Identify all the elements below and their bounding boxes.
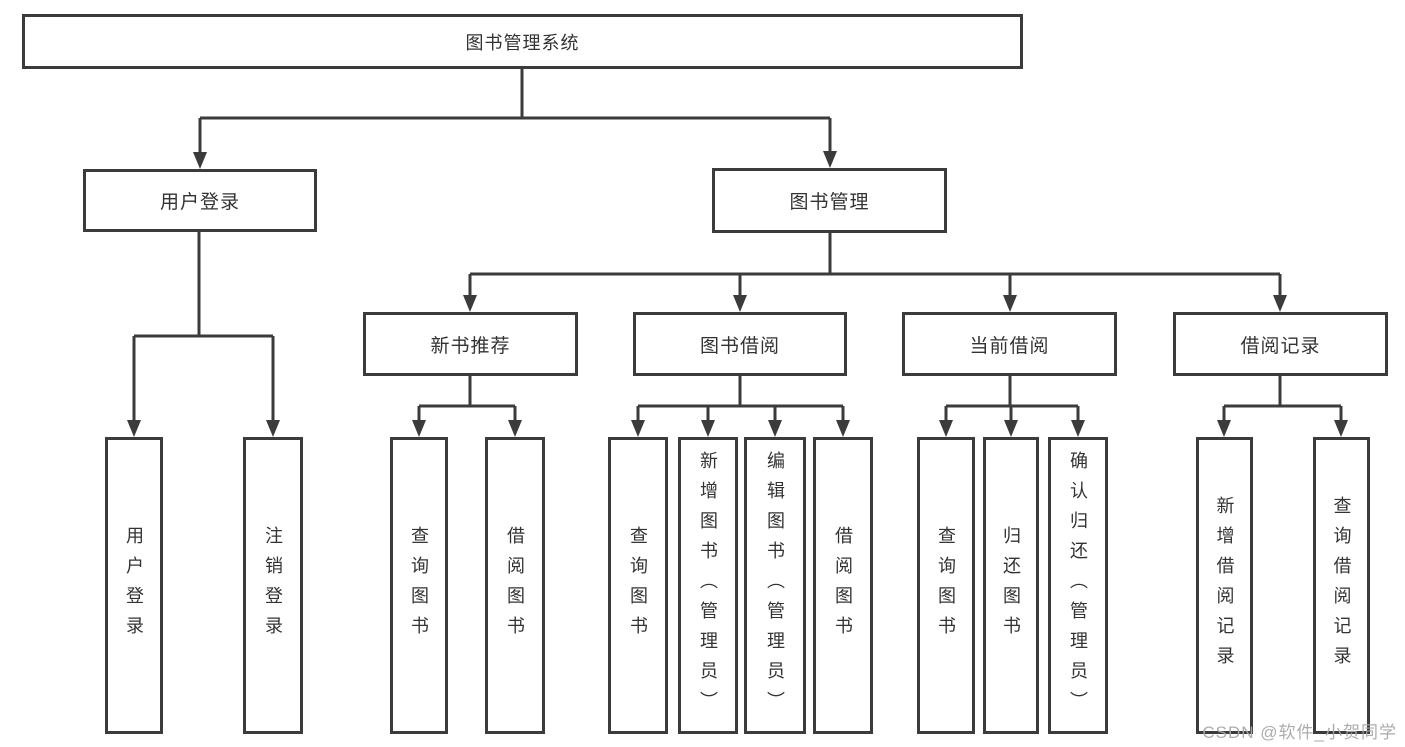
connector-userlogin-to-leaves	[132, 232, 275, 421]
node-book-borrow: 图书借阅	[633, 312, 847, 376]
node-current-borrow: 当前借阅	[902, 312, 1117, 376]
leaf-logout-login: 注销登录	[243, 437, 303, 734]
leaf-label: 新增图书（管理员）	[698, 450, 718, 721]
leaf-label: 借阅图书	[833, 525, 853, 646]
arrow-down-icon	[1003, 295, 1017, 312]
arrowhead-icons	[127, 151, 1348, 437]
node-book-management: 图书管理	[712, 168, 947, 233]
node-library-system: 图书管理系统	[22, 14, 1023, 69]
leaf-label: 查询图书	[628, 525, 648, 646]
node-label: 图书管理	[789, 192, 870, 213]
connector-bookborrow-to-leaves	[636, 376, 845, 421]
arrow-down-icon	[1334, 420, 1348, 437]
arrow-down-icon	[1217, 420, 1231, 437]
connector-borrowrecords-to-leaves	[1222, 376, 1343, 421]
arrow-down-icon	[412, 420, 426, 437]
leaf-query-books: 查询图书	[608, 437, 668, 734]
leaf-label: 归还图书	[1001, 525, 1021, 646]
arrow-down-icon	[127, 420, 141, 437]
leaf-confirm-return-admin: 确认归还（管理员）	[1048, 437, 1108, 734]
node-borrow-records: 借阅记录	[1173, 312, 1388, 376]
leaf-label: 借阅图书	[505, 525, 525, 646]
leaf-label: 查询借阅记录	[1331, 495, 1352, 676]
arrow-down-icon	[1071, 420, 1085, 437]
leaf-edit-books-admin: 编辑图书（管理员）	[744, 437, 806, 734]
leaf-return-books: 归还图书	[983, 437, 1039, 734]
watermark: CSDN @软件_小贺同学	[1202, 723, 1397, 742]
arrow-down-icon	[939, 420, 953, 437]
leaf-label: 查询图书	[936, 525, 956, 646]
leaf-label: 用户登录	[124, 525, 144, 646]
connector-currentborrow-to-leaves	[944, 376, 1080, 421]
leaf-borrow-books: 借阅图书	[485, 437, 545, 734]
leaf-label: 注销登录	[263, 525, 283, 646]
arrow-down-icon	[768, 420, 782, 437]
node-label: 新书推荐	[430, 335, 511, 357]
connector-root-to-level2	[198, 69, 832, 153]
arrow-down-icon	[733, 295, 747, 312]
node-label: 图书管理系统	[465, 32, 580, 53]
leaf-label: 编辑图书（管理员）	[765, 450, 785, 721]
arrow-down-icon	[701, 420, 715, 437]
node-label: 借阅记录	[1240, 335, 1321, 357]
leaf-query-books: 查询图书	[390, 437, 448, 734]
arrow-down-icon	[266, 420, 280, 437]
connector-newbook-to-leaves	[417, 376, 517, 421]
arrow-down-icon	[823, 151, 837, 168]
leaf-borrow-books: 借阅图书	[813, 437, 873, 734]
leaf-add-books-admin: 新增图书（管理员）	[678, 437, 738, 734]
arrow-down-icon	[1273, 295, 1287, 312]
arrow-down-icon	[193, 152, 207, 169]
node-new-book-recommend: 新书推荐	[363, 312, 578, 376]
leaf-query-borrow-record: 查询借阅记录	[1313, 437, 1370, 734]
node-user-login: 用户登录	[83, 169, 317, 232]
leaf-label: 确认归还（管理员）	[1068, 450, 1088, 721]
node-label: 当前借阅	[969, 335, 1050, 357]
arrow-down-icon	[1004, 420, 1018, 437]
leaf-label: 查询图书	[409, 525, 429, 646]
leaf-user-login: 用户登录	[105, 437, 163, 734]
node-label: 图书借阅	[699, 335, 780, 357]
arrow-down-icon	[631, 420, 645, 437]
arrow-down-icon	[508, 420, 522, 437]
leaf-label: 新增借阅记录	[1214, 495, 1235, 676]
connector-bookmgmt-to-level3	[468, 233, 1282, 296]
leaf-query-books: 查询图书	[917, 437, 975, 734]
node-label: 用户登录	[159, 192, 240, 213]
arrow-down-icon	[463, 295, 477, 312]
arrow-down-icon	[836, 420, 850, 437]
leaf-add-borrow-record: 新增借阅记录	[1196, 437, 1253, 734]
